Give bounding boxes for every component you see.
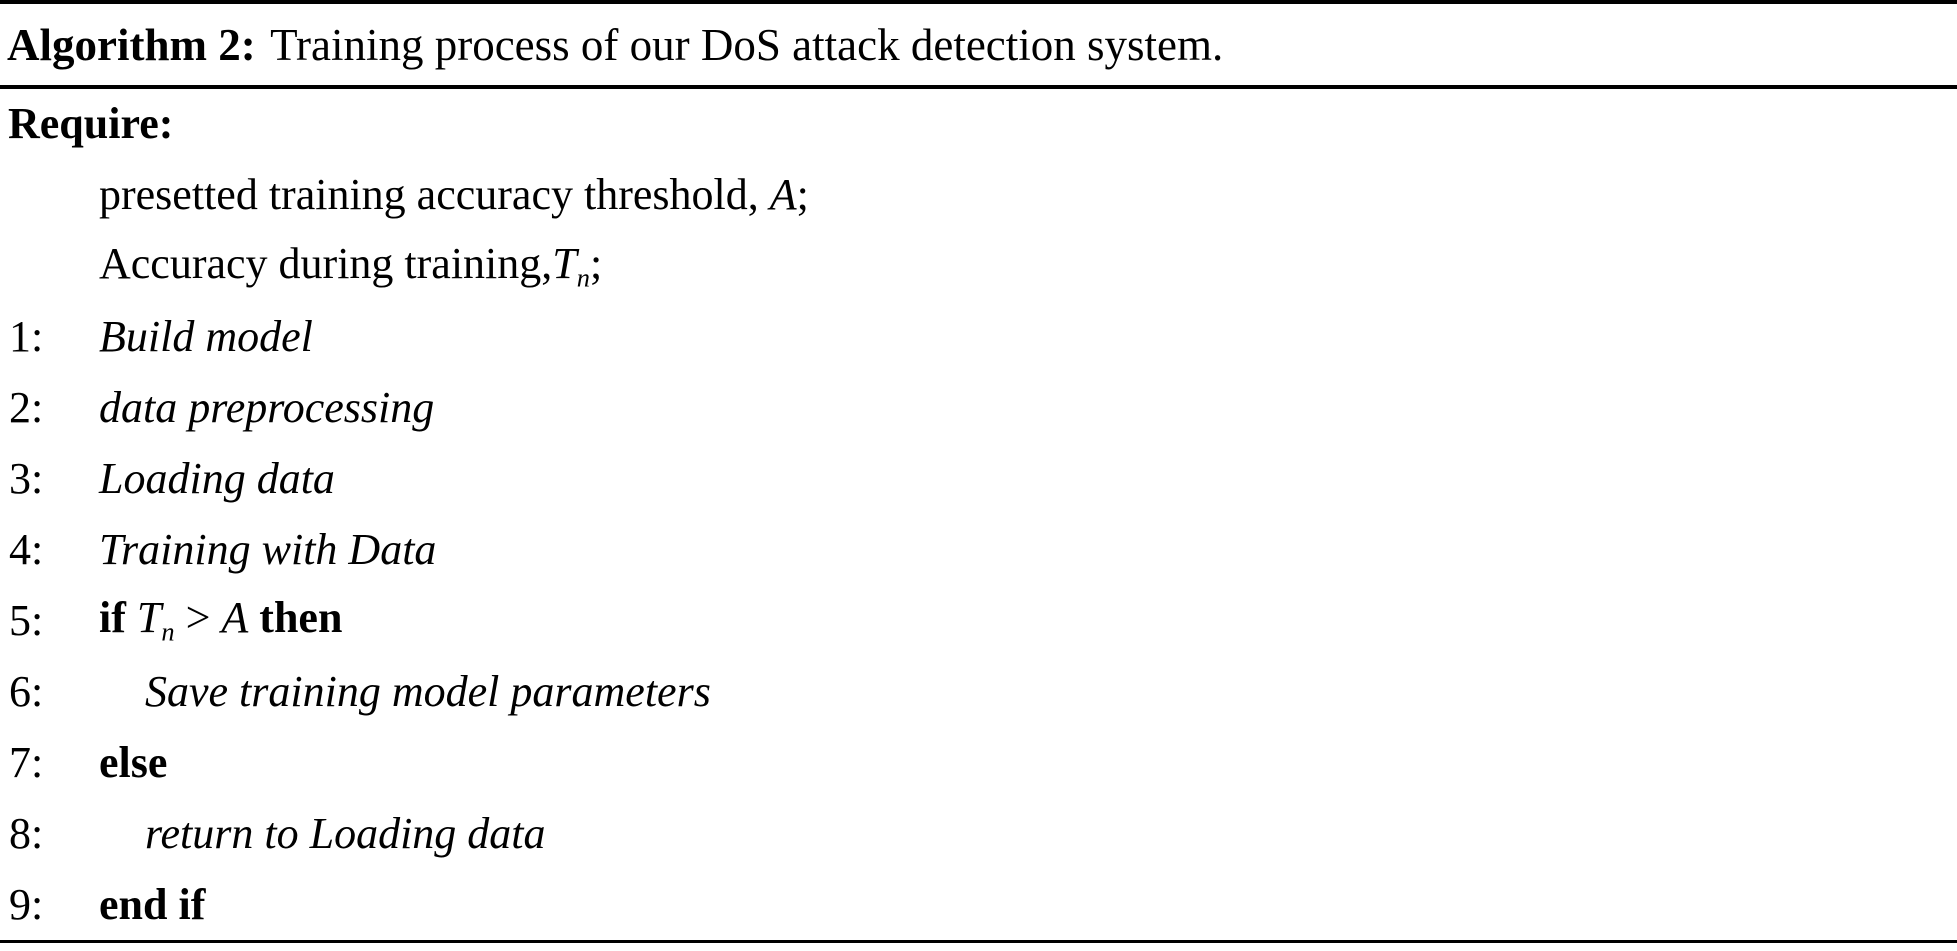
algo-line-7: 7: else xyxy=(0,727,1957,798)
code-segment: presetted training accuracy threshold, xyxy=(99,170,770,220)
header-rule xyxy=(0,85,1957,89)
line-number: 2: xyxy=(9,383,44,433)
line-number: 9: xyxy=(9,879,44,929)
algorithm-title: Training process of our DoS attack detec… xyxy=(270,19,1224,70)
code-segment: A xyxy=(221,593,249,643)
line-content: end if xyxy=(99,879,206,929)
code-segment: ; xyxy=(796,170,809,220)
require-item-1: presetted training accuracy threshold, A… xyxy=(0,160,1957,231)
line-content: Save training model parameters xyxy=(145,666,711,716)
algo-line-3: 3: Loading data xyxy=(0,444,1957,515)
line-content: Training with Data xyxy=(99,524,437,574)
code-segment: A xyxy=(769,170,797,220)
line-content: presetted training accuracy threshold, A… xyxy=(99,173,809,217)
line-number: 1: xyxy=(9,312,44,362)
code-segment: T xyxy=(136,593,162,643)
code-segment: Build model xyxy=(99,312,313,362)
algorithm-label: Algorithm 2: xyxy=(7,19,256,70)
bottom-rule xyxy=(0,940,1957,943)
line-content: Accuracy during training,Tn; xyxy=(99,238,603,293)
line-number: 5: xyxy=(9,595,44,645)
line-number: 4: xyxy=(9,524,44,574)
code-segment: data preprocessing xyxy=(99,383,435,433)
code-segment: Save training model parameters xyxy=(145,666,711,716)
algorithm-header: Algorithm 2: Training process of our DoS… xyxy=(0,4,1957,85)
line-number: 6: xyxy=(9,666,44,716)
top-rule xyxy=(0,0,1957,4)
algo-line-5: 5: if Tn > A then xyxy=(0,585,1957,656)
line-content: data preprocessing xyxy=(99,386,434,430)
code-segment: n xyxy=(576,262,590,293)
code-segment: end if xyxy=(99,879,206,929)
algo-line-1: 1: Build model xyxy=(0,302,1957,373)
code-segment: > xyxy=(174,593,222,643)
line-number: 8: xyxy=(9,808,44,858)
code-segment: Training with Data xyxy=(99,524,437,574)
algorithm-body: Require: presetted training accuracy thr… xyxy=(0,89,1957,940)
code-segment: Loading data xyxy=(99,454,335,504)
line-content: Loading data xyxy=(99,457,335,501)
require-line: Require: xyxy=(0,89,1957,160)
code-segment: T xyxy=(552,238,577,288)
line-number: 3: xyxy=(9,454,44,504)
line-number: 7: xyxy=(9,737,44,787)
require-label: Require: xyxy=(8,99,174,149)
code-segment: if xyxy=(99,593,137,643)
code-segment: ; xyxy=(589,238,603,288)
code-segment: n xyxy=(161,616,175,647)
algo-line-2: 2: data preprocessing xyxy=(0,373,1957,444)
require-item-2: Accuracy during training,Tn; xyxy=(0,231,1957,302)
algo-line-6: 6: Save training model parameters xyxy=(0,656,1957,727)
line-content: return to Loading data xyxy=(145,808,546,858)
code-segment: then xyxy=(248,593,343,643)
algo-line-9: 9: end if xyxy=(0,869,1957,940)
algo-line-8: 8: return to Loading data xyxy=(0,798,1957,869)
line-content: else xyxy=(99,737,168,787)
line-content: Build model xyxy=(99,315,313,359)
line-content: if Tn > A then xyxy=(99,596,342,645)
code-segment: return to Loading data xyxy=(145,808,546,858)
code-segment: Accuracy during training, xyxy=(99,238,553,288)
code-segment: else xyxy=(99,737,168,787)
algo-line-4: 4: Training with Data xyxy=(0,515,1957,586)
